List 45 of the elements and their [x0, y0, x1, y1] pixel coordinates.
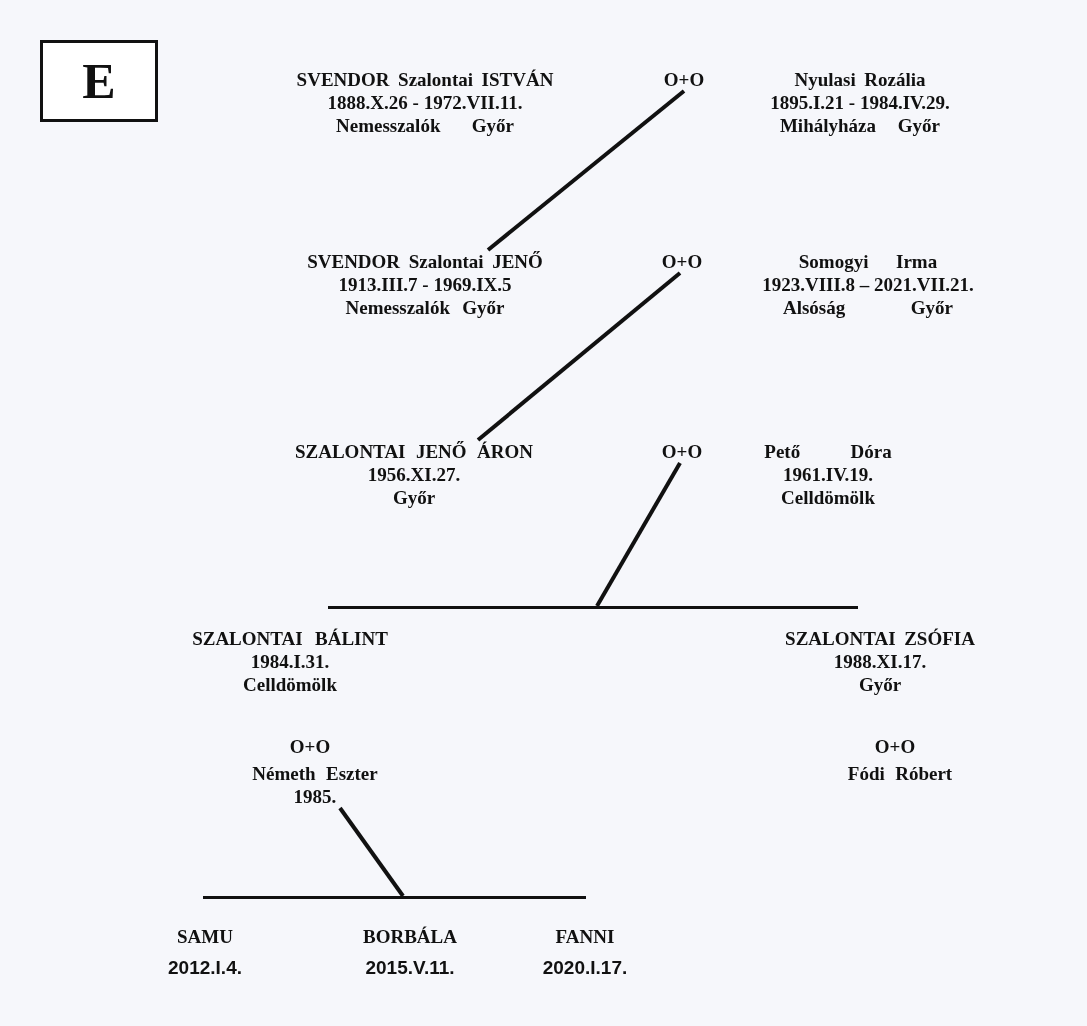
- descent-line: [486, 89, 686, 252]
- place-text: Celldömölk: [781, 486, 875, 509]
- person-name: Fódi Róbert: [847, 762, 953, 785]
- sibling-bar: [328, 606, 858, 609]
- date-text: 2020.I.17.: [542, 956, 628, 979]
- person-name: FANNI: [555, 925, 615, 948]
- person-name: Somogyi Irma: [798, 250, 938, 273]
- person-name: SVENDOR Szalontai JENŐ: [307, 250, 543, 273]
- date-text: 1961.IV.19.: [783, 463, 873, 486]
- place-text: Győr: [858, 673, 902, 696]
- person-name: BORBÁLA: [363, 925, 457, 948]
- date-text: 1985.: [293, 785, 337, 808]
- date-text: 1984.I.31.: [250, 650, 330, 673]
- place-text: Alsóság Győr: [782, 296, 953, 319]
- marriage-sign: O+O: [289, 735, 331, 758]
- person-name: SAMU: [177, 925, 233, 948]
- date-text: 2015.V.11.: [365, 956, 455, 979]
- marriage-sign: O+O: [874, 735, 916, 758]
- place-text: Nemesszalók Győr: [336, 114, 514, 137]
- date-text: 1913.III.7 - 1969.IX.5: [338, 273, 512, 296]
- place-text: Győr: [392, 486, 436, 509]
- date-text: 2012.I.4.: [168, 956, 242, 979]
- person-name: SZALONTAI BÁLINT: [192, 627, 388, 650]
- place-text: Nemesszalók Győr: [345, 296, 505, 319]
- date-text: 1923.VIII.8 – 2021.VII.21.: [762, 273, 974, 296]
- person-name: SVENDOR Szalontai ISTVÁN: [296, 68, 554, 91]
- place-text: Mihályháza Győr: [779, 114, 941, 137]
- marriage-sign: O+O: [661, 440, 703, 463]
- descent-line: [476, 271, 682, 442]
- descent-line: [595, 462, 682, 607]
- person-name: Németh Eszter: [252, 762, 378, 785]
- place-text: Celldömölk: [243, 673, 337, 696]
- descent-line: [338, 806, 405, 898]
- date-text: 1956.XI.27.: [367, 463, 461, 486]
- date-text: 1988.XI.17.: [833, 650, 927, 673]
- sibling-bar: [203, 896, 586, 899]
- person-name: SZALONTAI ZSÓFIA: [785, 627, 975, 650]
- date-text: 1888.X.26 - 1972.VII.11.: [327, 91, 523, 114]
- marriage-sign: O+O: [661, 250, 703, 273]
- person-name: Nyulasi Rozália: [794, 68, 926, 91]
- person-name: Pető Dóra: [764, 440, 892, 463]
- date-text: 1895.I.21 - 1984.IV.29.: [770, 91, 950, 114]
- section-letter-box: E: [40, 40, 158, 122]
- marriage-sign: O+O: [663, 68, 705, 91]
- person-name: SZALONTAI JENŐ ÁRON: [295, 440, 533, 463]
